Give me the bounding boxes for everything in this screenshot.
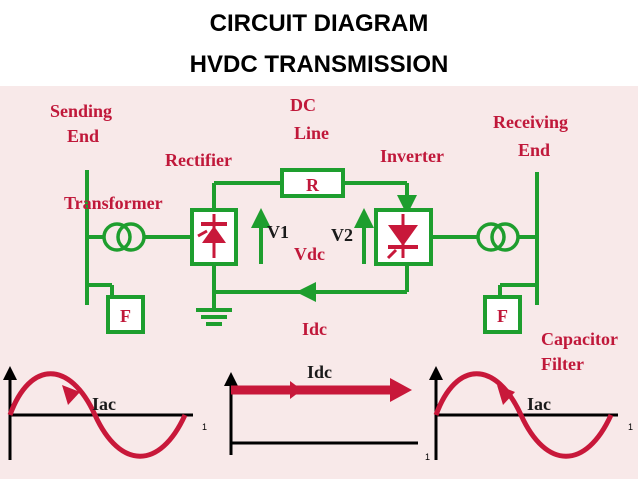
- v1-label: V1: [267, 222, 289, 242]
- transformer-label: Transformer: [64, 193, 163, 213]
- tick-right-label: 1: [628, 422, 633, 432]
- dc-line-label-2: Line: [294, 123, 329, 143]
- tick-middle-label: 1: [425, 452, 430, 462]
- transformer-right: [431, 222, 537, 252]
- receiving-end-label-2: End: [518, 140, 550, 160]
- rectifier-label: Rectifier: [165, 150, 232, 170]
- waveform-idc: Idc 1: [224, 362, 430, 462]
- v2-label: V2: [331, 225, 353, 245]
- dc-line-upper: [212, 181, 417, 215]
- dc-line-label-1: DC: [290, 95, 316, 115]
- receiving-end-label-1: Receiving: [493, 112, 568, 132]
- filter-left-label: F: [120, 306, 131, 326]
- idc-circuit-label: Idc: [302, 319, 327, 339]
- filter-right: F: [483, 295, 522, 334]
- tick-left-label: 1: [202, 422, 207, 432]
- iac-right-label: Iac: [527, 394, 551, 414]
- capacitor-filter-label-2: Filter: [541, 354, 584, 374]
- filter-left: F: [106, 295, 145, 334]
- sending-bus: [85, 170, 114, 305]
- sending-end-label-2: End: [67, 126, 99, 146]
- transformer-left: [102, 222, 192, 252]
- ground-symbol: [196, 292, 232, 326]
- filter-right-label: F: [497, 306, 508, 326]
- waveform-iac-right: Iac 1: [429, 366, 633, 460]
- title-line-1: CIRCUIT DIAGRAM: [209, 10, 429, 37]
- vdc-label: Vdc: [294, 244, 325, 264]
- rectifier: [190, 208, 238, 266]
- title-line-2: HVDC TRANSMISSION: [189, 51, 449, 78]
- inverter-label: Inverter: [380, 146, 444, 166]
- resistor-label: R: [306, 175, 320, 195]
- capacitor-filter-label-1: Capacitor: [541, 329, 618, 349]
- iac-left-label: Iac: [92, 394, 116, 414]
- idc-waveform-label: Idc: [307, 362, 332, 382]
- dc-line-lower: [212, 264, 409, 302]
- inverter: [374, 208, 433, 266]
- resistor: R: [280, 168, 345, 198]
- waveform-iac-left: Iac 1: [3, 366, 207, 460]
- sending-end-label-1: Sending: [50, 101, 112, 121]
